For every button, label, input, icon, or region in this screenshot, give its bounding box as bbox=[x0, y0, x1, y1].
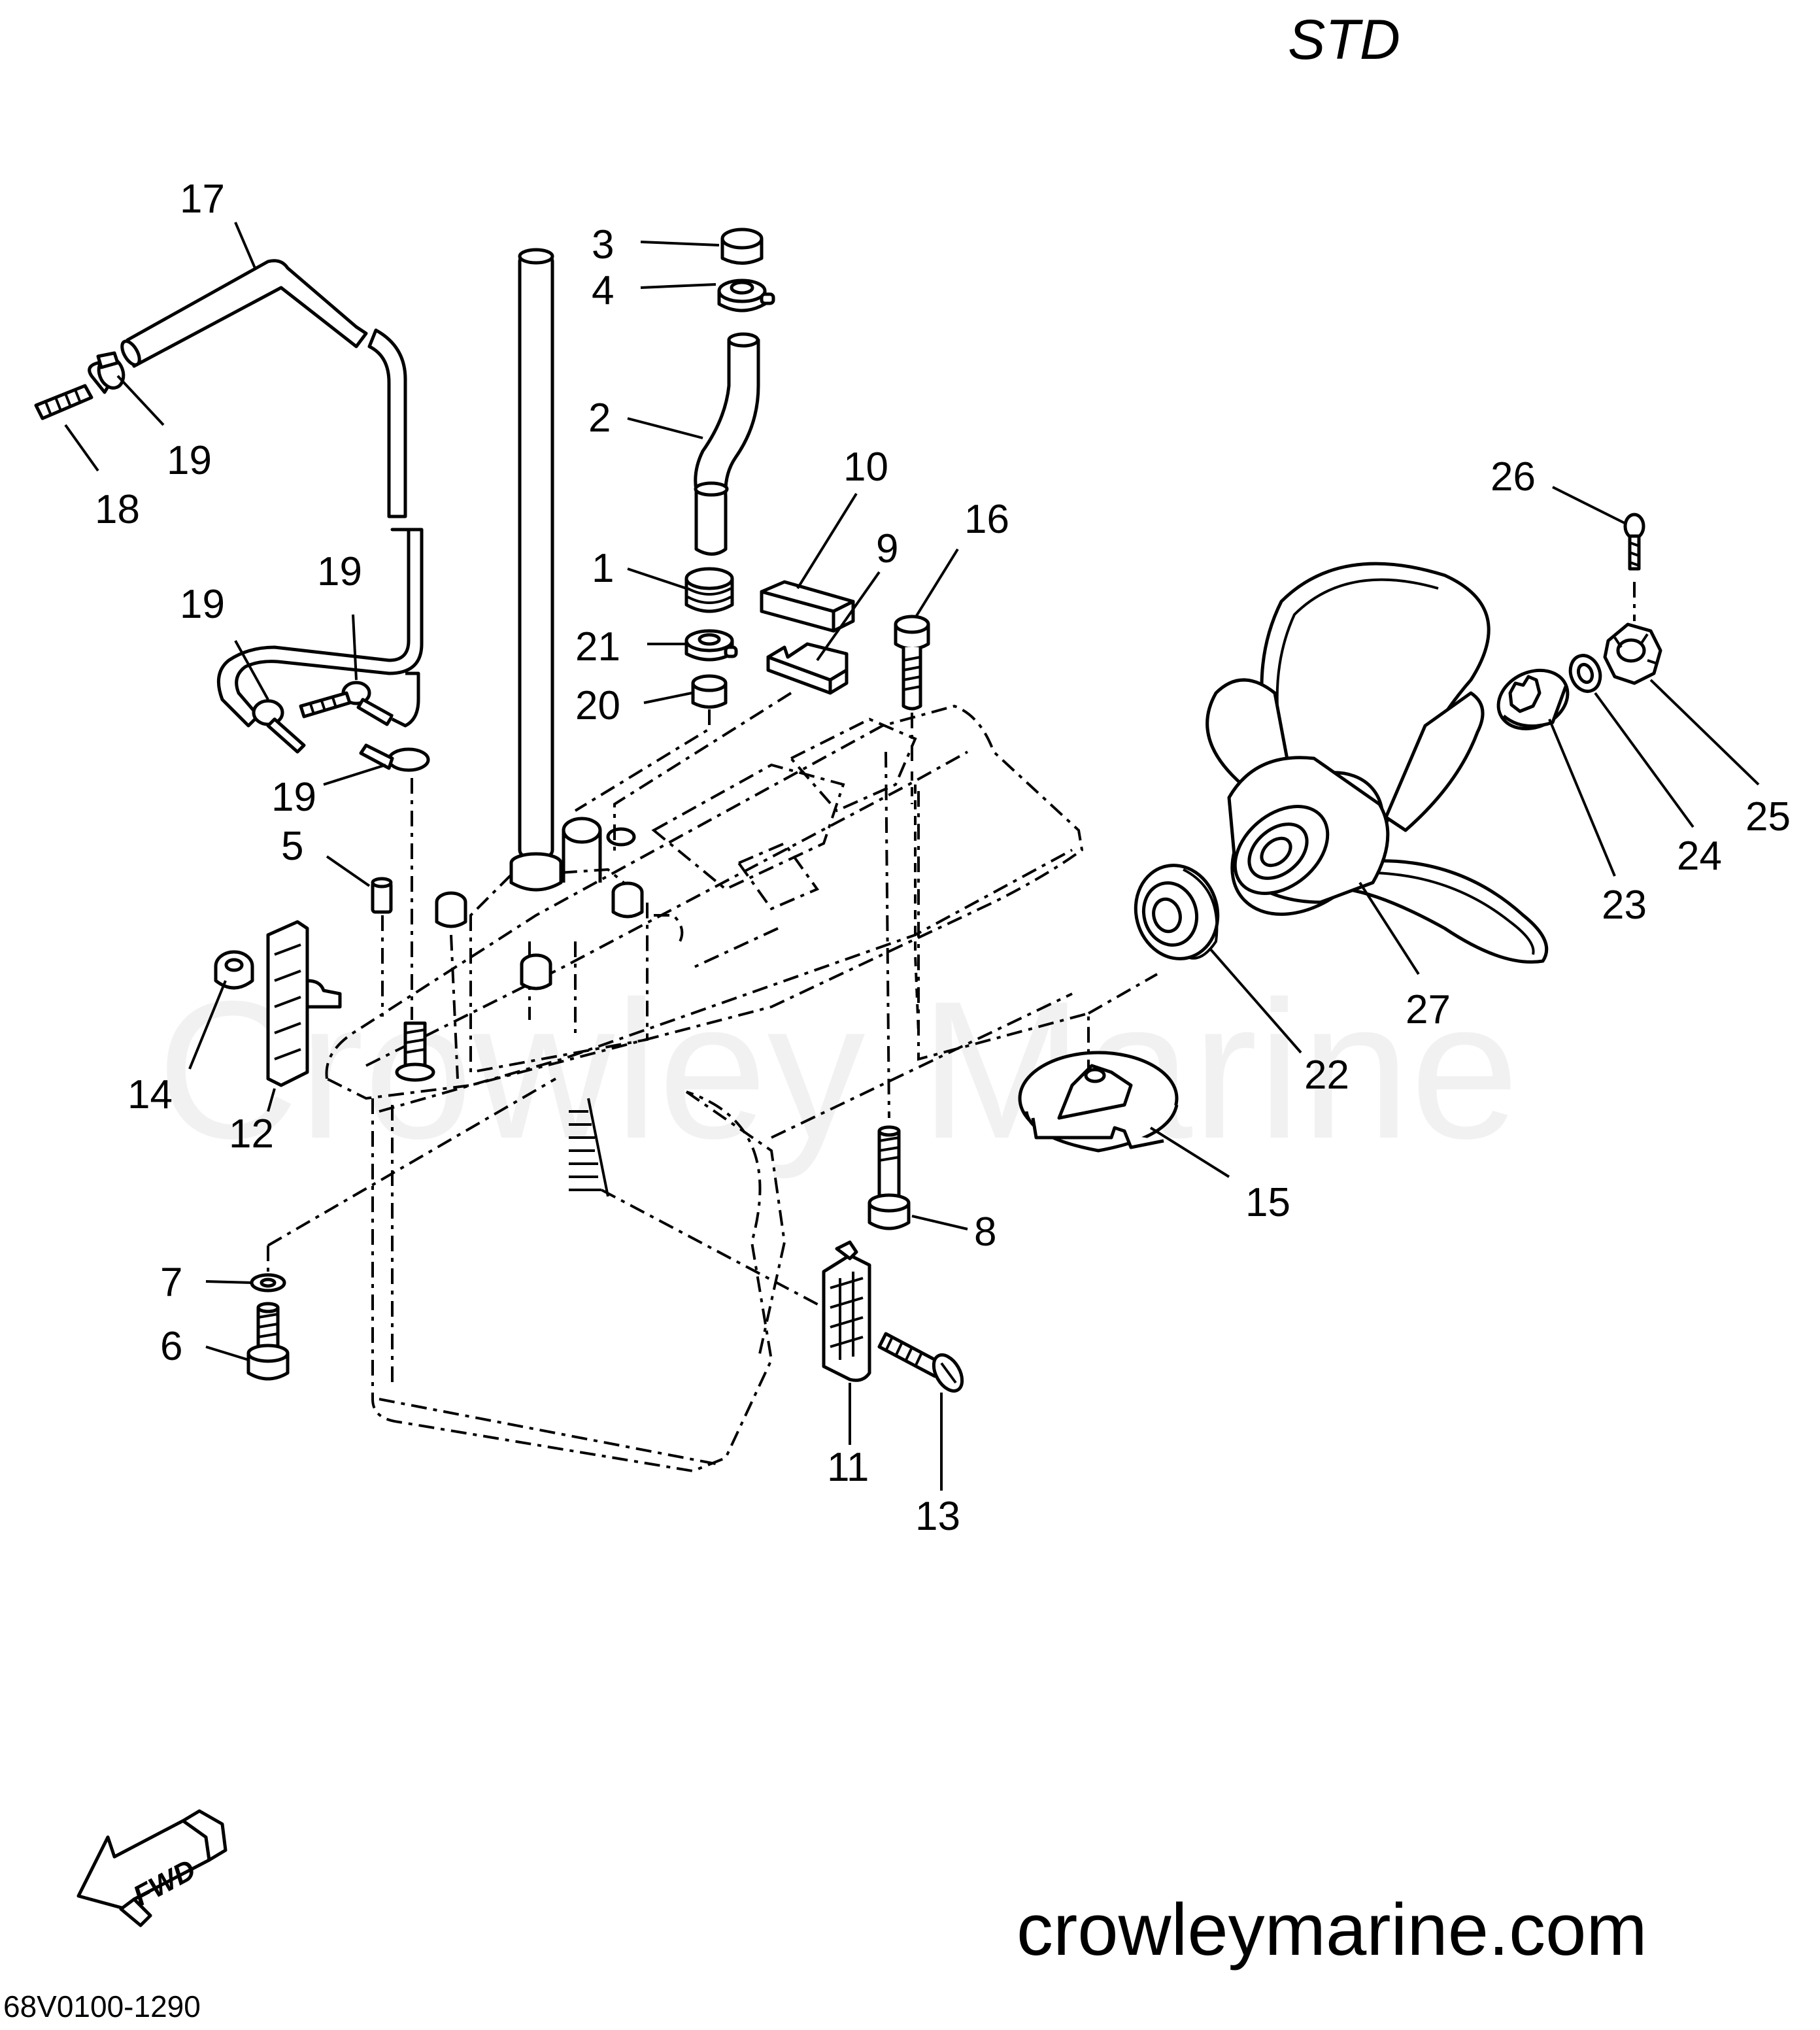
callout-17: 17 bbox=[180, 177, 225, 222]
part-seal-21 bbox=[684, 629, 738, 662]
callout-4: 4 bbox=[592, 268, 614, 313]
callout-19b: 19 bbox=[180, 582, 225, 627]
callout-6: 6 bbox=[160, 1324, 182, 1369]
callout-26: 26 bbox=[1491, 454, 1536, 499]
fwd-arrow: FWD bbox=[76, 1809, 228, 1927]
callout-numbers: 1 2 3 4 5 6 7 8 9 10 11 12 13 14 15 16 1… bbox=[95, 177, 1791, 1539]
part-seal-9 bbox=[766, 642, 849, 695]
part-nut-14 bbox=[214, 950, 254, 990]
callout-23: 23 bbox=[1602, 883, 1647, 928]
callout-10: 10 bbox=[843, 445, 888, 490]
callout-16: 16 bbox=[964, 497, 1009, 542]
callout-21: 21 bbox=[575, 624, 620, 669]
part-anode-15 bbox=[1018, 1051, 1179, 1153]
callout-27: 27 bbox=[1406, 987, 1451, 1032]
variant-label: STD bbox=[1288, 8, 1400, 71]
callout-9: 9 bbox=[876, 526, 898, 571]
callout-20: 20 bbox=[575, 683, 620, 728]
part-clip-19a bbox=[96, 351, 126, 390]
part-grommet-3 bbox=[720, 228, 764, 265]
callout-22: 22 bbox=[1304, 1053, 1349, 1098]
part-grommet-4 bbox=[717, 279, 775, 313]
part-thrust-22 bbox=[1134, 864, 1220, 960]
diagram-code: 68V0100-1290 bbox=[3, 1989, 201, 2023]
part-stud bbox=[395, 1021, 435, 1082]
callout-11: 11 bbox=[827, 1445, 869, 1490]
callout-13: 13 bbox=[915, 1494, 960, 1539]
part-clip-19c bbox=[299, 671, 420, 728]
part-clip-19d bbox=[359, 743, 430, 772]
callout-8: 8 bbox=[974, 1210, 996, 1255]
part-collar-20 bbox=[691, 674, 728, 709]
callout-19c: 19 bbox=[317, 549, 362, 594]
part-pin-26 bbox=[1623, 513, 1645, 571]
callout-15: 15 bbox=[1245, 1180, 1290, 1225]
callout-2: 2 bbox=[588, 396, 611, 441]
part-clip-19b bbox=[252, 699, 306, 754]
part-propeller-27 bbox=[1205, 562, 1549, 964]
leader-lines bbox=[64, 222, 1760, 1491]
part-washer-7 bbox=[250, 1273, 286, 1293]
assembly-lines bbox=[267, 582, 1636, 1309]
part-washer-24 bbox=[1568, 654, 1602, 693]
callout-1: 1 bbox=[592, 546, 614, 591]
part-spacer-23 bbox=[1496, 668, 1570, 731]
part-bolt-6 bbox=[246, 1302, 290, 1381]
callout-19d: 19 bbox=[271, 775, 316, 820]
callout-24: 24 bbox=[1677, 834, 1722, 879]
part-holder-12 bbox=[266, 920, 342, 1087]
part-anode-11 bbox=[822, 1240, 871, 1382]
callout-14: 14 bbox=[127, 1072, 173, 1117]
callout-12: 12 bbox=[229, 1111, 274, 1157]
watermark: Crowley Marine bbox=[157, 960, 1519, 1181]
callout-18: 18 bbox=[95, 487, 140, 532]
callout-5: 5 bbox=[281, 824, 303, 869]
part-hose-17 bbox=[120, 259, 424, 728]
part-bolt-8 bbox=[868, 1125, 911, 1230]
part-seal-10 bbox=[760, 580, 855, 633]
drive-shaft bbox=[509, 248, 563, 892]
callout-19a: 19 bbox=[167, 438, 212, 483]
callout-7: 7 bbox=[160, 1260, 182, 1305]
callout-3: 3 bbox=[592, 222, 614, 267]
housing-bosses bbox=[435, 817, 644, 990]
part-water-tube-2 bbox=[694, 332, 760, 556]
part-nut-25 bbox=[1603, 622, 1662, 685]
part-screw-13 bbox=[877, 1332, 964, 1393]
part-grommet-1 bbox=[684, 567, 734, 613]
part-pin-5 bbox=[371, 877, 393, 914]
callout-25: 25 bbox=[1745, 794, 1791, 839]
part-bolt-16 bbox=[894, 615, 930, 711]
website-label: crowleymarine.com bbox=[1017, 1889, 1647, 1971]
